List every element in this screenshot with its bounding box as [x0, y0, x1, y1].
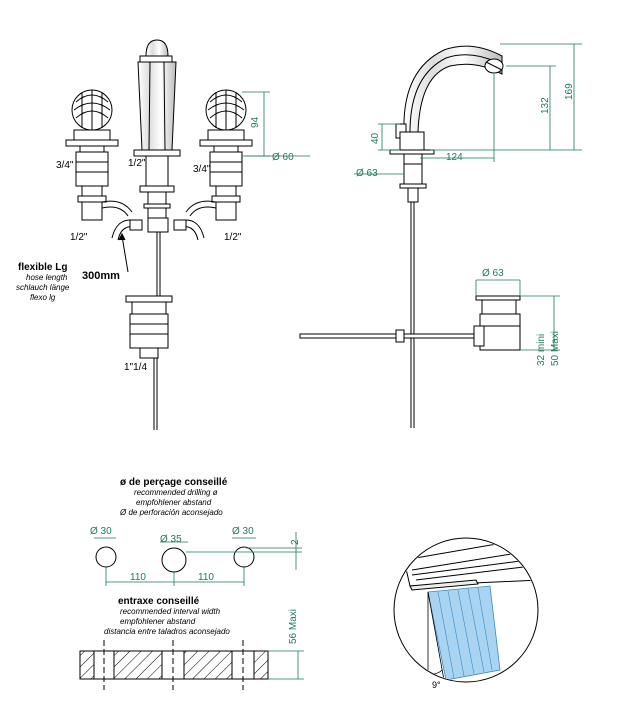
countertop-section: [79, 640, 269, 690]
drilling-title: ø de perçage conseillé: [120, 477, 228, 488]
left-bottom-label: 1/2": [70, 232, 88, 243]
hose-es: flexo lg: [30, 293, 56, 302]
total-height-dim: 169: [564, 83, 575, 100]
right-bottom-label: 1/2": [224, 232, 242, 243]
drilling-es: Ø de perforación aconsejado: [119, 508, 223, 517]
spout: [133, 39, 181, 219]
hole-center-dim: Ø 35: [160, 534, 182, 545]
spout-conn-label: 1/2": [128, 158, 146, 169]
spacing-right-dim: 110: [198, 572, 214, 583]
front-view: [65, 39, 253, 430]
side-view: [299, 45, 521, 428]
base-height-dim: 40: [370, 132, 381, 144]
waste-range-dim: 32 mini: [536, 334, 547, 366]
interval-title: entraxe conseillé: [118, 596, 200, 607]
waste-size-label: 1"1/4: [124, 362, 147, 373]
left-handle: [65, 89, 119, 221]
right-conn-label: 3/4": [193, 164, 211, 175]
spray-angle: 9°: [432, 680, 441, 690]
interval-de: empfohlener abstand: [120, 617, 196, 626]
left-conn-label: 3/4": [56, 160, 74, 171]
drilling-holes: [95, 546, 255, 573]
side-dimensions: [354, 43, 582, 351]
front-dimensions: [242, 91, 310, 157]
drilling-en: recommended drilling ø: [134, 488, 218, 497]
spray-detail: [393, 537, 539, 683]
interval-dimensions: [268, 650, 304, 680]
offset-dim: 2: [290, 539, 301, 545]
spacing-left-dim: 110: [130, 572, 146, 583]
interval-es: distancia entre taladros aconsejado: [104, 627, 230, 636]
hose-length: 300mm: [82, 270, 120, 282]
hose-de: schlauch länge: [16, 283, 70, 292]
reach-dim: 124: [446, 152, 463, 163]
handle-height-dim: 94: [250, 116, 261, 128]
drilling-de: empfohlener abstand: [136, 498, 212, 507]
pop-up-rod: [299, 333, 485, 339]
hose-title: flexible Lg: [18, 262, 67, 273]
right-handle: [199, 89, 253, 221]
interval-en: recommended interval width: [120, 607, 221, 616]
hose-pointer: [121, 235, 129, 273]
spout-height-dim: 132: [540, 97, 551, 114]
waste-assembly: [125, 295, 173, 430]
waste-diameter-dim: Ø 63: [482, 268, 504, 279]
max-thickness-dim: 56 Maxi: [288, 609, 299, 644]
hole-right-dim: Ø 30: [232, 526, 254, 537]
hoses: [101, 200, 217, 296]
waste-max-dim: 50 Maxi: [550, 331, 561, 366]
flange-diameter-dim: Ø 60: [272, 152, 294, 163]
base-diameter-dim: Ø 63: [356, 168, 378, 179]
drilling-dimensions: [94, 532, 302, 586]
hole-left-dim: Ø 30: [90, 526, 112, 537]
hose-en: hose length: [26, 273, 68, 282]
